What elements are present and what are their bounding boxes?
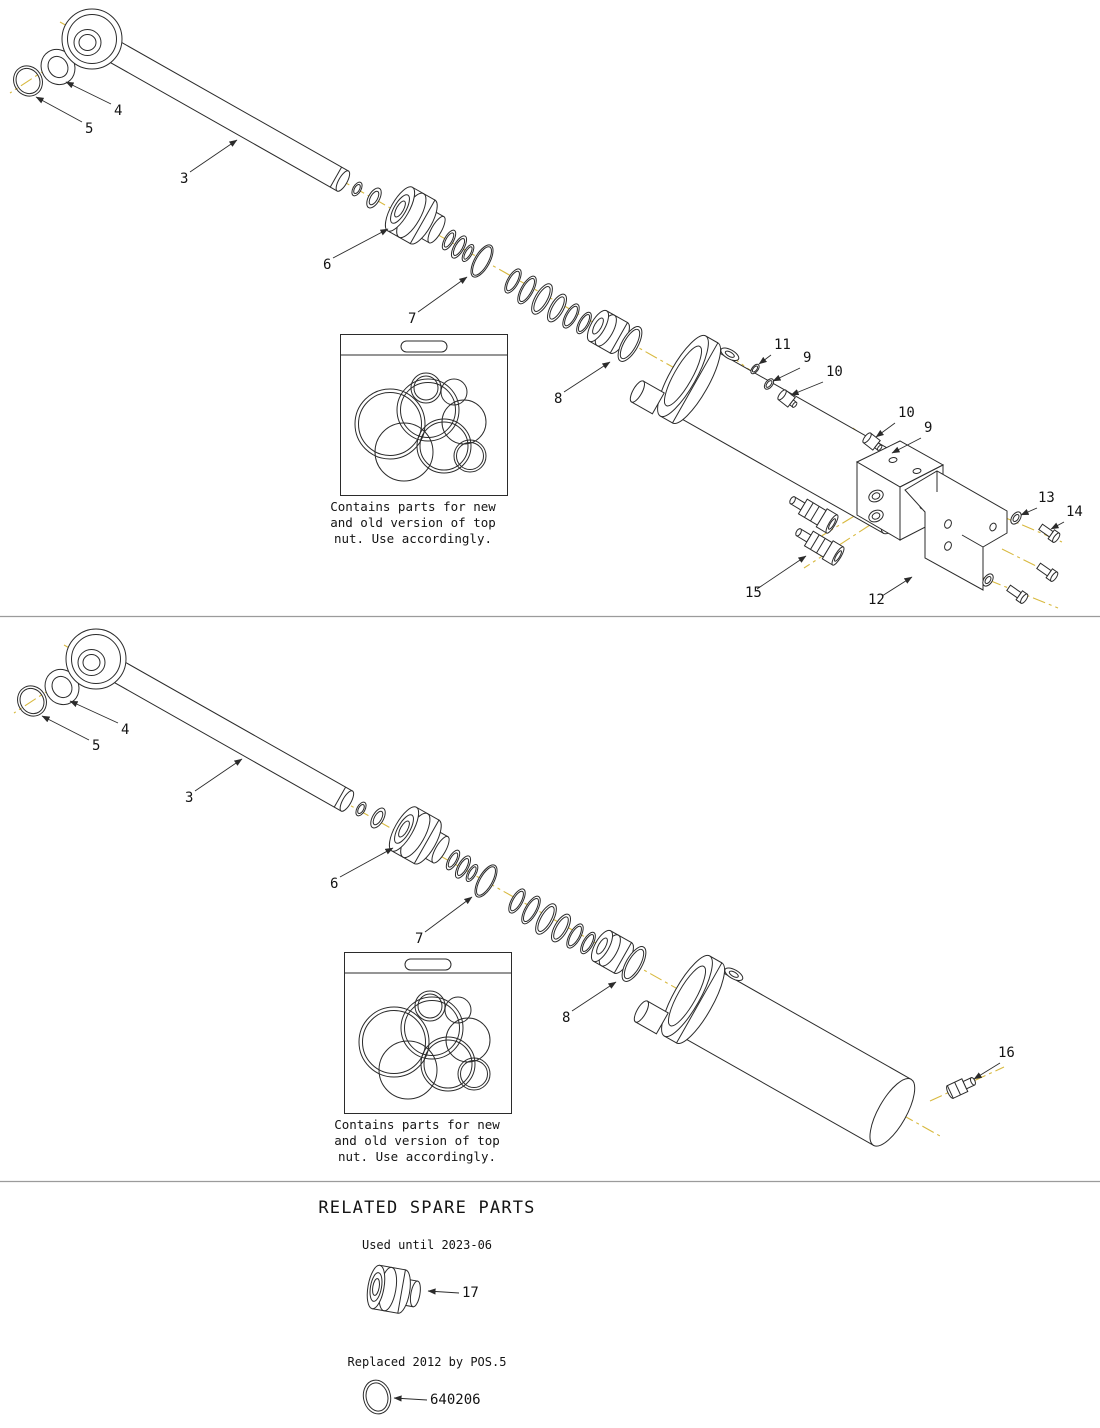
label-10-port-view1: 10 xyxy=(826,364,843,380)
label-4-view1: 4 xyxy=(114,103,122,119)
leader-line xyxy=(891,437,922,454)
leader-line xyxy=(1020,507,1038,516)
leader-line xyxy=(194,758,243,792)
parts-bag-2 xyxy=(344,952,512,1114)
port-boss xyxy=(724,967,744,982)
label-3-view1: 3 xyxy=(180,171,188,187)
screw-14a xyxy=(1038,523,1061,543)
front-assembly-2 xyxy=(11,628,652,986)
leader-line xyxy=(65,81,112,105)
leader-line xyxy=(427,1288,460,1295)
leader-line xyxy=(189,139,238,173)
label-9-port-view1: 9 xyxy=(803,350,811,366)
leader-line xyxy=(69,700,119,724)
label-15-view1: 15 xyxy=(745,585,762,601)
leader-line xyxy=(973,1062,1001,1080)
bag-note-line: and old version of top xyxy=(334,1133,500,1148)
leader-line xyxy=(424,896,473,933)
leader-line xyxy=(881,576,913,597)
washer-13b xyxy=(982,573,994,587)
washer-13a xyxy=(1010,511,1022,525)
leader-line xyxy=(563,361,611,393)
label-17: 17 xyxy=(462,1285,479,1301)
label-5-view2: 5 xyxy=(92,738,100,754)
label-11-view1: 11 xyxy=(774,337,791,353)
leader-line xyxy=(790,381,824,396)
label-14-view1: 14 xyxy=(1066,504,1083,520)
related-heading: RELATED SPARE PARTS xyxy=(318,1198,535,1218)
o-ring-640206-part xyxy=(362,1379,392,1415)
label-16-view2: 16 xyxy=(998,1045,1015,1061)
leader-line xyxy=(758,354,772,365)
label-10-end-view1: 10 xyxy=(898,405,915,421)
fitting-16-part xyxy=(946,1077,976,1099)
label-5-view1: 5 xyxy=(85,121,93,137)
coupling-15a xyxy=(789,496,839,534)
bag-note-line: and old version of top xyxy=(330,515,496,530)
screw-centerline-2 xyxy=(943,561,1059,609)
leader-line xyxy=(571,981,617,1012)
leader-line xyxy=(772,367,801,382)
port-boss xyxy=(720,347,740,362)
label-9-end-view1: 9 xyxy=(924,420,932,436)
gland-17-part xyxy=(366,1264,421,1314)
label-6-view1: 6 xyxy=(323,257,331,273)
parts-bag-1 xyxy=(340,334,508,496)
leader-line xyxy=(332,228,389,259)
leader-line xyxy=(875,422,896,438)
coupling-15b xyxy=(795,528,845,566)
bag-note-line: Contains parts for new xyxy=(330,499,496,514)
end-block xyxy=(855,440,945,541)
ring-11-part xyxy=(750,363,760,375)
leader-line xyxy=(1050,521,1065,530)
coupling-centerline-2 xyxy=(803,524,871,569)
plug-10-end-part xyxy=(862,432,883,451)
leader-line xyxy=(393,1395,428,1402)
leader-line xyxy=(41,715,90,741)
label-13-view1: 13 xyxy=(1038,490,1055,506)
label-6-view2: 6 xyxy=(330,876,338,892)
label-7-view2: 7 xyxy=(415,931,423,947)
cylinder-barrel-2 xyxy=(633,954,916,1147)
label-3-view2: 3 xyxy=(185,790,193,806)
mounting-bracket xyxy=(904,470,1008,591)
bag-note-line: nut. Use accordingly. xyxy=(338,1149,496,1164)
label-8-view2: 8 xyxy=(562,1010,570,1026)
bag-note-line: Contains parts for new xyxy=(334,1117,500,1132)
related-item1-note: Used until 2023-06 xyxy=(362,1238,492,1252)
fitting-centerline xyxy=(929,1066,1005,1102)
label-4-view2: 4 xyxy=(121,722,129,738)
front-assembly-1 xyxy=(7,8,648,366)
bag-note-line: nut. Use accordingly. xyxy=(334,531,492,546)
leader-line xyxy=(417,276,468,313)
screw-14b xyxy=(1006,584,1029,604)
leader-line xyxy=(756,555,807,590)
leader-line xyxy=(339,847,394,878)
screw-14c xyxy=(1036,562,1059,582)
label-8-view1: 8 xyxy=(554,391,562,407)
related-item2-note: Replaced 2012 by POS.5 xyxy=(348,1355,507,1369)
label-7-view1: 7 xyxy=(408,311,416,327)
leader-line xyxy=(35,96,83,123)
label-12-view1: 12 xyxy=(868,592,885,608)
label-640206: 640206 xyxy=(430,1392,481,1408)
